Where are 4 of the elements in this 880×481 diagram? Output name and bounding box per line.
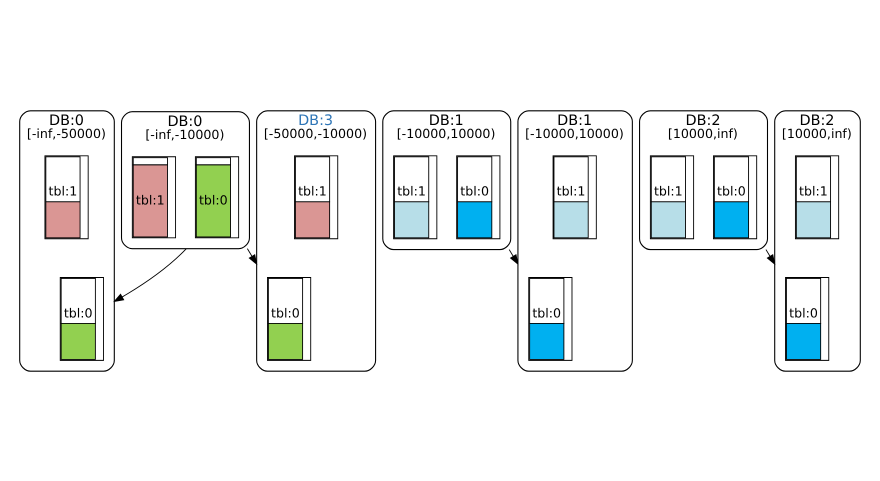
arrow [113, 248, 187, 302]
arrow [508, 248, 519, 265]
arrow [766, 248, 776, 265]
arrow [246, 248, 258, 265]
